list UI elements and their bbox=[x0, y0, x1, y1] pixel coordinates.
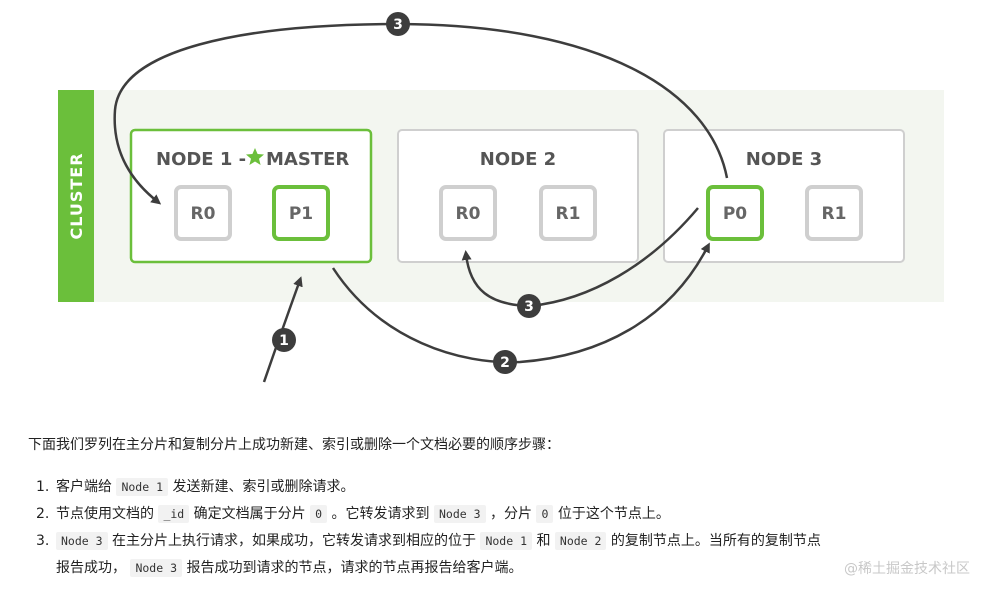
step-text: 报告成功， bbox=[56, 560, 131, 576]
node-1-master-label: MASTER bbox=[266, 149, 349, 170]
step-badge-1 bbox=[272, 328, 296, 352]
shard-label: R1 bbox=[556, 204, 581, 224]
inline-code: Node 1 bbox=[480, 532, 532, 550]
shard-label: R0 bbox=[456, 204, 481, 224]
cluster-label: CLUSTER bbox=[67, 152, 86, 239]
explanation-text: 下面我们罗列在主分片和复制分片上成功新建、索引或删除一个文档必要的顺序步骤： 1… bbox=[28, 434, 978, 582]
step-text: 和 bbox=[532, 533, 555, 549]
step-text: 的复制节点上。当所有的复制节点 bbox=[606, 533, 821, 549]
inline-code: Node 3 bbox=[130, 559, 182, 577]
step-badge-text: 3 bbox=[524, 299, 534, 315]
shard-r1-node-3 bbox=[805, 185, 863, 241]
shard-r1-node-2 bbox=[539, 185, 597, 241]
step-item-1: 1. 客户端给 Node 1 发送新建、索引或删除请求。 bbox=[28, 474, 978, 501]
arrow-step-2 bbox=[331, 242, 710, 364]
shard-label: P1 bbox=[289, 204, 313, 224]
inline-code: 0 bbox=[310, 505, 328, 523]
step-text: 发送新建、索引或删除请求。 bbox=[168, 479, 355, 495]
cluster-sidebar bbox=[58, 90, 94, 302]
inline-code: 0 bbox=[536, 505, 554, 523]
shard-label: R1 bbox=[822, 204, 847, 224]
step-text: 报告成功到请求的节点，请求的节点再报告给客户端。 bbox=[182, 560, 523, 576]
step-number: 2. bbox=[36, 506, 50, 522]
step-text: ，分片 bbox=[485, 506, 537, 522]
shard-r0-node-2 bbox=[439, 185, 497, 241]
step-text: 客户端给 bbox=[56, 479, 117, 495]
arrow-step-3-top bbox=[113, 22, 729, 205]
star-icon bbox=[246, 148, 264, 165]
shard-r0-node-1 bbox=[174, 185, 232, 241]
step-number: 3. bbox=[36, 533, 50, 549]
step-badge-text: 1 bbox=[279, 333, 289, 349]
step-text: 在主分片上执行请求，如果成功，它转发请求到相应的位于 bbox=[107, 533, 481, 549]
step-badge-text: 2 bbox=[500, 355, 510, 371]
node-3-title: NODE 3 bbox=[746, 149, 822, 170]
step-badge-2 bbox=[493, 350, 517, 374]
step-text: 位于这个节点上。 bbox=[553, 506, 670, 522]
step-item-2: 2. 节点使用文档的 _id 确定文档属于分片 0 。它转发请求到 Node 3… bbox=[28, 501, 978, 528]
intro-paragraph: 下面我们罗列在主分片和复制分片上成功新建、索引或删除一个文档必要的顺序步骤： bbox=[28, 437, 560, 453]
watermark: @稀土掘金技术社区 bbox=[844, 561, 970, 577]
node-1-title: NODE 1 - bbox=[156, 149, 246, 170]
inline-code: Node 3 bbox=[433, 505, 486, 523]
shard-p0-node-3 bbox=[706, 185, 764, 241]
inline-code: Node 3 bbox=[56, 532, 108, 550]
step-badge-text: 3 bbox=[393, 17, 403, 33]
step-badge-3-lower bbox=[517, 294, 541, 318]
shard-label: P0 bbox=[723, 204, 747, 224]
step-text: 。它转发请求到 bbox=[327, 506, 434, 522]
shard-p1-node-1 bbox=[272, 185, 330, 241]
step-item-3: 3. Node 3 在主分片上执行请求，如果成功，它转发请求到相应的位于 Nod… bbox=[28, 528, 978, 582]
step-number: 1. bbox=[36, 479, 50, 495]
step-badge-3-top bbox=[386, 12, 410, 36]
arrow-step-3-lower bbox=[461, 207, 699, 308]
step-list: 1. 客户端给 Node 1 发送新建、索引或删除请求。 2. 节点使用文档的 … bbox=[28, 474, 978, 582]
inline-code: _id bbox=[158, 505, 190, 523]
inline-code: Node 1 bbox=[116, 478, 168, 496]
step-text: 确定文档属于分片 bbox=[189, 506, 311, 522]
inline-code: Node 2 bbox=[554, 532, 607, 550]
node-2-title: NODE 2 bbox=[480, 149, 556, 170]
step-text: 节点使用文档的 bbox=[56, 506, 159, 522]
cluster-diagram: CLUSTER NODE 1 - MASTER R0 P1 NODE 2 R0 … bbox=[58, 12, 944, 383]
shard-label: R0 bbox=[191, 204, 216, 224]
